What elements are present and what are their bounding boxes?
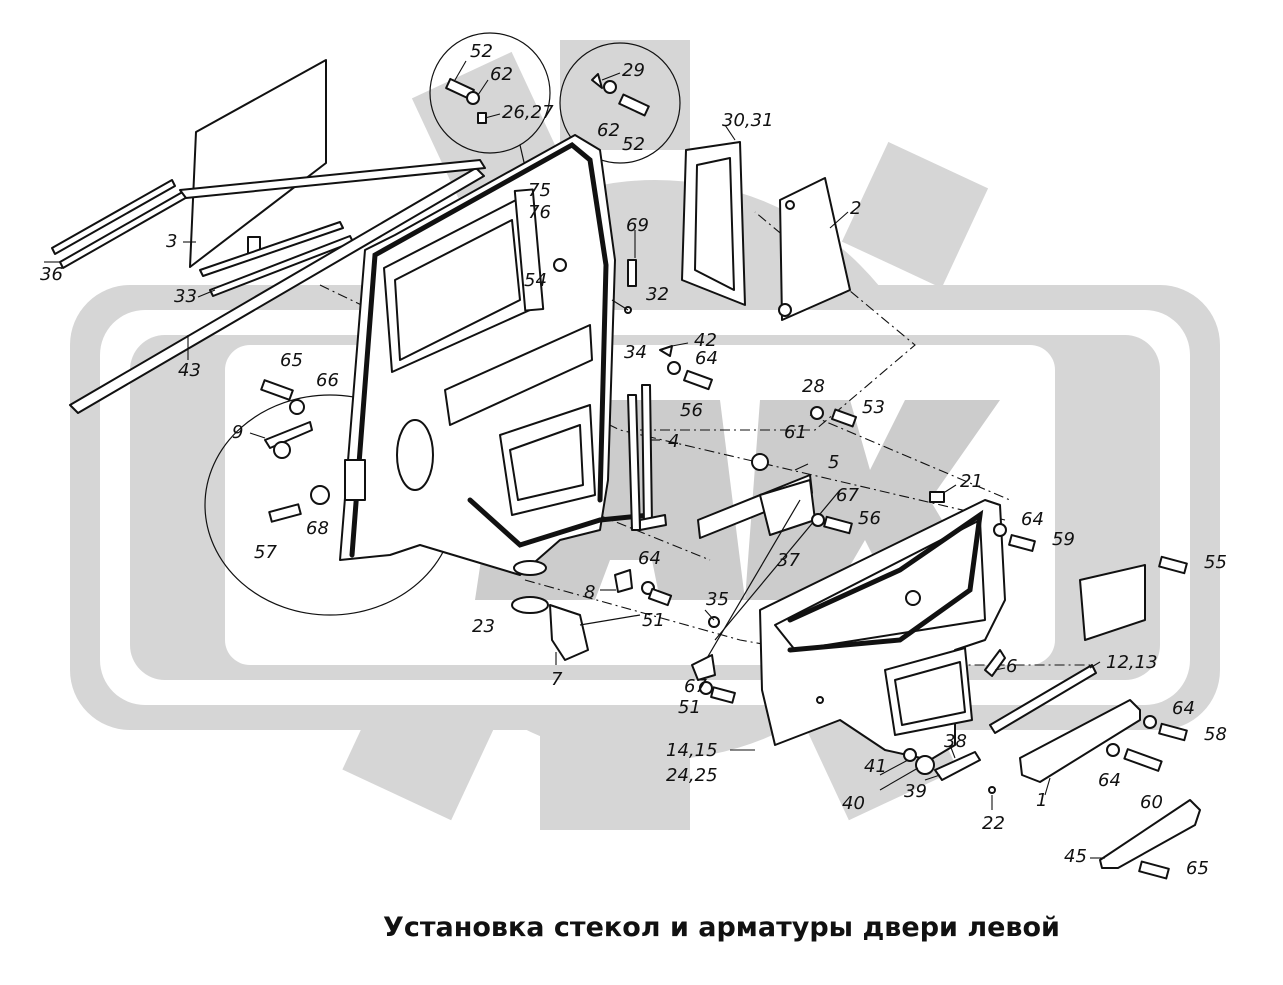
door-frame — [339, 134, 653, 576]
part-label: 62 — [490, 64, 513, 85]
part-label: 68 — [306, 518, 329, 539]
fasteners — [260, 73, 1188, 880]
part-label: 2 — [850, 198, 861, 219]
part-label: 24,25 — [666, 765, 718, 786]
guide-rails — [627, 384, 667, 531]
part-label: 55 — [1204, 552, 1227, 573]
part-label: 21 — [960, 471, 983, 492]
part-label: 53 — [862, 397, 885, 418]
part-label: 22 — [982, 813, 1005, 834]
part-label: 62 — [597, 120, 620, 141]
part-label: 76 — [528, 202, 551, 223]
part-label: 3 — [166, 231, 177, 252]
part-label: 26,27 — [502, 102, 554, 123]
part-label: 40 — [842, 793, 865, 814]
part-label: 6 — [1006, 656, 1017, 677]
inner-trim-panel — [759, 499, 1006, 761]
part-label: 61 — [784, 422, 807, 443]
part-label: 28 — [802, 376, 825, 397]
part-label: 41 — [864, 756, 887, 777]
part-label: 32 — [646, 284, 669, 305]
part-label: 64 — [1098, 770, 1121, 791]
part-label: 64 — [1021, 509, 1044, 530]
part-label: 67 — [684, 676, 707, 697]
armrest-parts — [989, 564, 1201, 869]
part-label: 4 — [668, 431, 679, 452]
part-label: 64 — [638, 548, 661, 569]
part-labels: 526226,2729625230,3127576693363354324342… — [40, 41, 1227, 879]
part-label: 60 — [1140, 792, 1163, 813]
part-label: 57 — [254, 542, 277, 563]
part-label: 64 — [695, 348, 718, 369]
part-label: 75 — [528, 180, 551, 201]
part-label: 34 — [624, 342, 647, 363]
part-label: 56 — [680, 400, 703, 421]
part-label: 59 — [1052, 529, 1075, 550]
part-label: 39 — [904, 781, 927, 802]
part-label: 66 — [316, 370, 339, 391]
part-label: 69 — [626, 215, 649, 236]
part-label: 64 — [1172, 698, 1195, 719]
part-label: 7 — [551, 669, 563, 690]
part-label: 30,31 — [722, 110, 774, 131]
part-label: 52 — [470, 41, 493, 62]
part-label: 56 — [858, 508, 881, 529]
leader-lines — [44, 60, 1105, 859]
part-label: 33 — [174, 286, 197, 307]
vent-window-seal — [681, 141, 746, 306]
part-label: 45 — [1064, 846, 1087, 867]
window-regulator — [691, 474, 841, 681]
part-label: 58 — [1204, 724, 1227, 745]
part-label: 36 — [40, 264, 63, 285]
part-label: 23 — [472, 616, 495, 637]
vent-window-glass — [778, 177, 851, 321]
part-label: 51 — [642, 610, 665, 631]
diagram-caption: Установка стекол и арматуры двери левой — [383, 912, 1060, 943]
part-label: 8 — [584, 582, 595, 603]
part-label: 38 — [944, 731, 967, 752]
part-label: 52 — [622, 134, 645, 155]
part-label: 35 — [706, 589, 729, 610]
part-label: 42 — [694, 330, 717, 351]
part-label: 67 — [836, 485, 859, 506]
part-label: 51 — [678, 697, 701, 718]
part-label: 65 — [280, 350, 303, 371]
seal-strips — [51, 159, 486, 414]
part-label: 29 — [622, 60, 645, 81]
part-label: 65 — [1186, 858, 1209, 879]
part-label: 14,15 — [666, 740, 718, 761]
part-label: 5 — [828, 452, 839, 473]
part-label: 37 — [777, 550, 800, 571]
part-label: 9 — [232, 422, 243, 443]
part-label: 12,13 — [1106, 652, 1158, 673]
part-label: 43 — [178, 360, 201, 381]
part-label: 54 — [524, 270, 547, 291]
part-label: 1 — [1036, 790, 1047, 811]
